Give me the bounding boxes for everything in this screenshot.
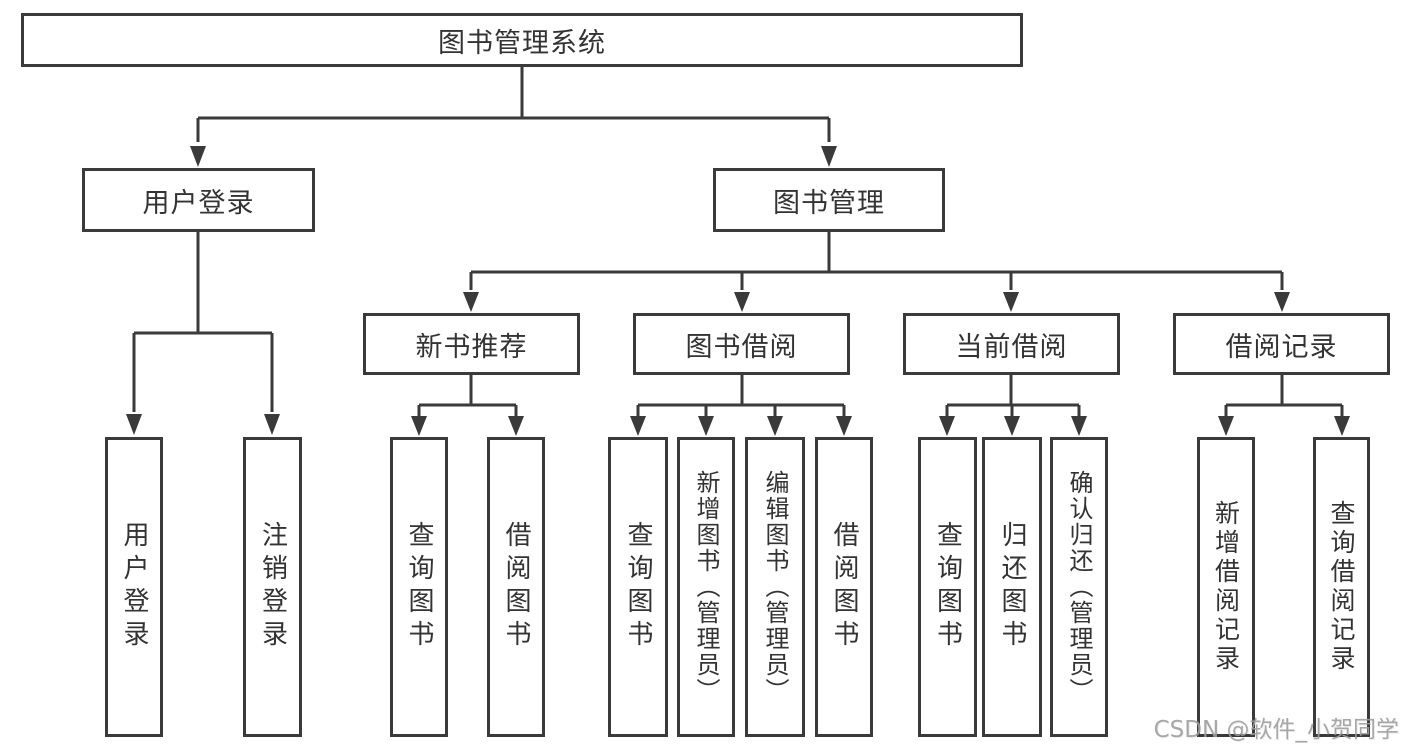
node-book-borrow: 图书借阅	[633, 313, 850, 375]
leaf-query-books-borrow: 查询图书	[608, 437, 668, 737]
node-new-book-recommend: 新书推荐	[363, 313, 580, 375]
node-user-login: 用户登录	[82, 168, 315, 232]
leaf-borrow-books-recommend: 借阅图书	[487, 437, 545, 737]
node-root: 图书管理系统	[21, 13, 1023, 67]
connector-recommend-to-leaves	[411, 375, 524, 436]
leaf-confirm-return-admin: 确认归还（管理员）	[1050, 437, 1108, 737]
leaf-query-borrow-record: 查询借阅记录	[1313, 437, 1370, 737]
node-current-borrow: 当前借阅	[903, 313, 1120, 375]
leaf-edit-book-admin: 编辑图书（管理员）	[745, 437, 805, 737]
leaf-query-books-current: 查询图书	[918, 437, 977, 737]
leaf-query-books-recommend: 查询图书	[390, 437, 448, 737]
node-borrow-records: 借阅记录	[1173, 313, 1390, 375]
connector-borrow-to-leaves	[630, 375, 852, 436]
leaf-add-book-admin: 新增图书（管理员）	[677, 437, 735, 737]
connector-records-to-leaves	[1218, 375, 1350, 436]
connector-current-to-leaves	[939, 375, 1087, 436]
leaf-return-books: 归还图书	[982, 437, 1042, 737]
csdn-watermark: CSDN @软件_小贺同学	[1153, 717, 1399, 743]
connector-management-to-level3	[463, 232, 1290, 312]
leaf-add-borrow-record: 新增借阅记录	[1197, 437, 1255, 737]
connector-root-to-level2	[190, 67, 837, 167]
leaf-borrow-books: 借阅图书	[815, 437, 873, 737]
connector-login-to-leaves	[126, 232, 280, 435]
leaf-logout: 注销登录	[243, 437, 302, 737]
node-book-management: 图书管理	[713, 168, 945, 232]
leaf-user-login: 用户登录	[105, 437, 163, 737]
